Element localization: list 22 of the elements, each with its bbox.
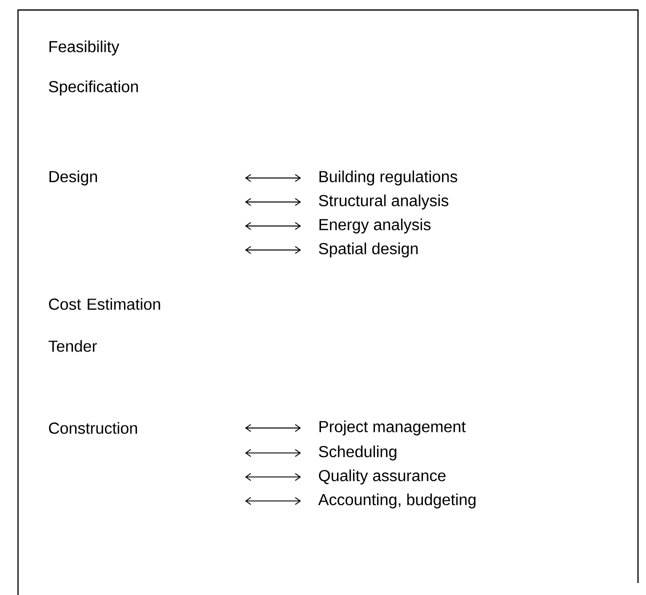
stage-text: Design (50, 170, 97, 186)
double-arrow (245, 473, 301, 481)
double-arrow (245, 497, 301, 505)
item-text: Structural analysis (318, 194, 448, 210)
item-text: Quality assurance (318, 470, 446, 484)
item-text: Scheduling (318, 446, 396, 460)
item-text: Energy analysis (320, 218, 431, 234)
double-arrow (245, 222, 301, 230)
stage-text: Specification (48, 80, 138, 96)
stage-text: Cost Estimation (49, 298, 160, 310)
double-arrow (245, 246, 301, 254)
item-text: Project management (320, 420, 466, 436)
item-text: Spatial design (318, 242, 418, 258)
stage-text: Tender (48, 340, 97, 352)
double-arrow (245, 424, 301, 432)
stage-text: Feasibility (50, 40, 120, 56)
item-text: Accounting, budgeting (318, 494, 476, 508)
double-arrow (245, 174, 301, 182)
double-arrow (245, 449, 301, 457)
stage-text: Construction (49, 422, 137, 434)
double-arrow (245, 198, 301, 206)
item-text: Building regulations (320, 170, 458, 186)
